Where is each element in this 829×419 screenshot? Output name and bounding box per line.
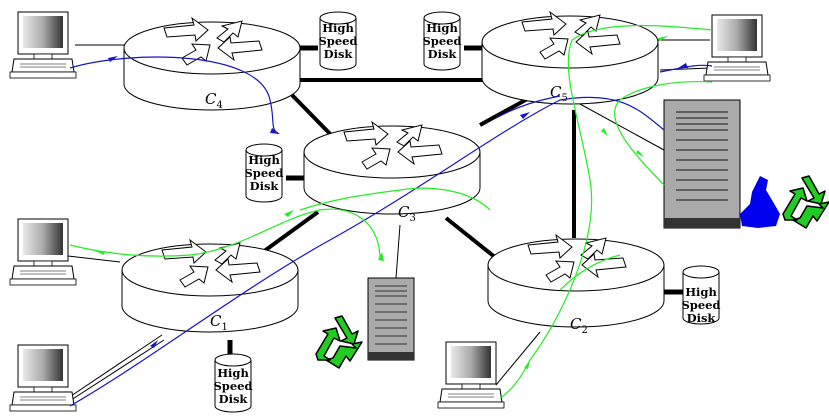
computer-icon [437, 341, 505, 409]
computer-top-right [703, 14, 771, 82]
blue-paths [69, 56, 713, 407]
green-arrowheads [95, 36, 668, 369]
svg-text:High: High [426, 21, 458, 35]
svg-text:Speed: Speed [422, 34, 461, 48]
disk-c2: High Speed Disk [681, 265, 721, 325]
svg-text:High: High [217, 366, 249, 380]
svg-text:Speed: Speed [681, 298, 720, 312]
svg-text:Disk: Disk [219, 392, 249, 406]
router-c2 [488, 235, 664, 327]
mascot-icon [740, 176, 780, 228]
computer-top-left [9, 11, 77, 79]
svg-text:Disk: Disk [324, 47, 354, 61]
recycle-icon [315, 315, 363, 369]
router-label-c3: C3 [398, 203, 416, 224]
server-middle [367, 277, 415, 361]
svg-text:High: High [322, 21, 354, 35]
svg-text:Disk: Disk [428, 47, 458, 61]
computer-bottom-left [9, 344, 77, 412]
disk-c4: High Speed Disk [318, 11, 358, 71]
computer-icon [9, 11, 77, 79]
computer-bottom-mid [437, 341, 505, 409]
router-icon [488, 235, 664, 327]
server-icon [663, 99, 741, 229]
disk-c1: High Speed Disk [213, 353, 253, 413]
svg-text:Disk: Disk [687, 311, 717, 325]
computer-icon [9, 218, 77, 286]
router-c3 [304, 122, 480, 214]
svg-text:Speed: Speed [318, 34, 357, 48]
router-label-c2: C2 [570, 315, 588, 336]
svg-text:Disk: Disk [250, 179, 280, 193]
computer-icon [703, 14, 771, 82]
router-icon [304, 122, 480, 214]
blue-arrowheads [108, 56, 688, 348]
disk-links [227, 45, 684, 355]
computer-mid-left [9, 218, 77, 286]
svg-text:High: High [248, 153, 280, 167]
router-label-c4: C4 [205, 90, 223, 111]
access-links [67, 39, 711, 403]
svg-text:Speed: Speed [244, 166, 283, 180]
disk-c5: High Speed Disk [422, 11, 462, 71]
server-icon [367, 277, 415, 361]
computer-icon [9, 344, 77, 412]
router-label-c1: C1 [210, 312, 228, 333]
svg-text:High: High [685, 285, 717, 299]
svg-text:Speed: Speed [213, 379, 252, 393]
server-right [663, 99, 741, 229]
recycle-icon [782, 175, 829, 229]
disk-c3: High Speed Disk [244, 143, 284, 203]
